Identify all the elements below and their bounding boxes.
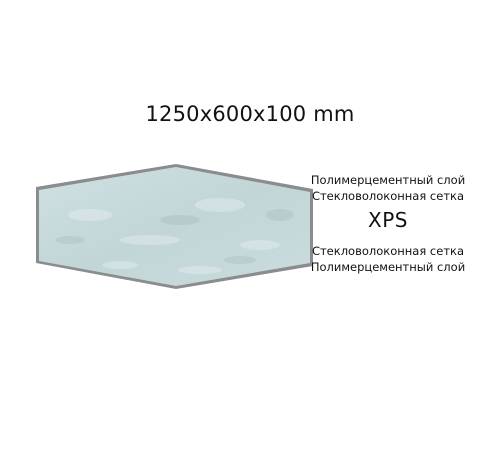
top-layers: Полимерцементный слой Стекловолоконная с… [278, 172, 498, 204]
bottom-layer-polymer-cement: Полимерцементный слой [310, 260, 466, 274]
bottom-layer-fiberglass-mesh: Стекловолоконная сетка [311, 244, 465, 258]
panel-texture [68, 198, 280, 274]
panel-dimensions: 1250x600x100 mm [145, 102, 355, 126]
panel-texture-dark [55, 209, 294, 264]
core-material-label: XPS [368, 208, 408, 232]
top-layer-fiberglass-mesh: Стекловолоконная сетка [311, 189, 465, 203]
top-layer-polymer-cement: Полимерцементный слой [310, 173, 466, 187]
bottom-layers: Стекловолоконная сетка Полимерцементный … [278, 243, 498, 275]
panel-face [39, 167, 310, 286]
